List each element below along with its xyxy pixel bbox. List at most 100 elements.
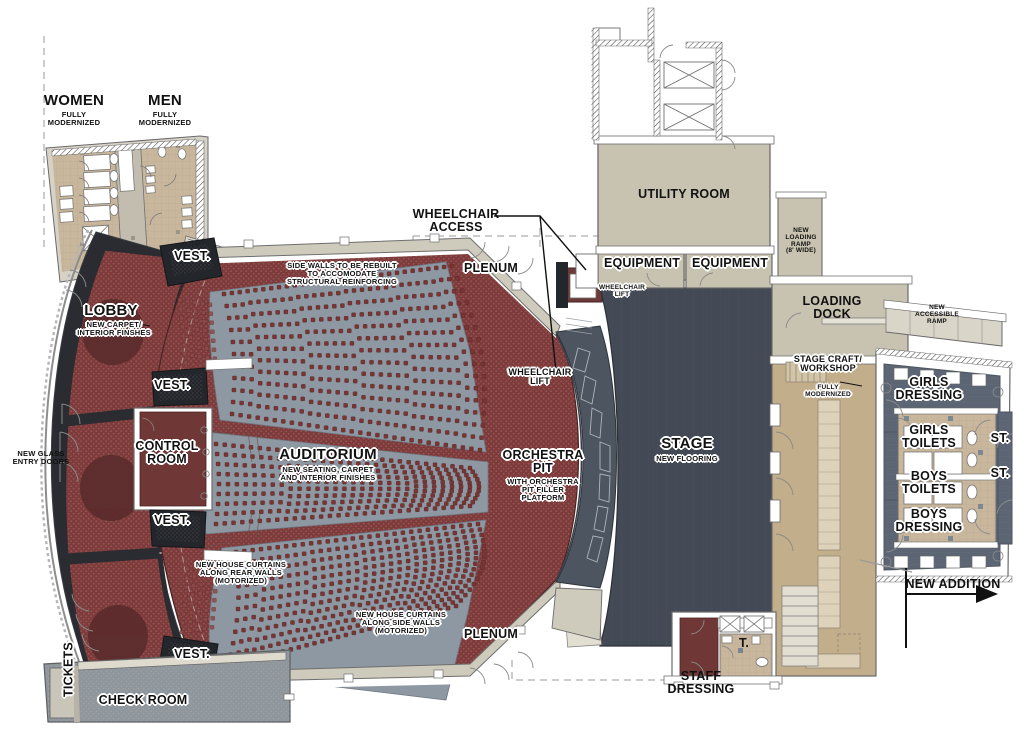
auditorium-seat — [334, 353, 339, 358]
auditorium-seat — [420, 318, 425, 323]
auditorium-seat — [392, 531, 397, 536]
auditorium-seat — [482, 398, 487, 404]
auditorium-seat — [303, 457, 308, 462]
auditorium-seat — [207, 563, 213, 568]
auditorium-seat — [318, 365, 323, 370]
auditorium-seat — [359, 492, 364, 498]
auditorium-seat — [359, 312, 364, 317]
auditorium-seat — [384, 532, 389, 537]
auditorium-seat — [199, 573, 204, 578]
auditorium-seat — [450, 600, 455, 605]
auditorium-seat — [201, 319, 207, 324]
auditorium-seat — [291, 395, 297, 401]
auditorium-seat — [303, 627, 308, 633]
auditorium-seat — [437, 416, 443, 422]
auditorium-seat — [359, 348, 364, 353]
auditorium-seat — [350, 493, 355, 498]
auditorium-seat — [280, 334, 286, 339]
auditorium-seat — [395, 475, 400, 480]
auditorium-seat — [436, 292, 441, 297]
auditorium-seat — [243, 482, 249, 487]
auditorium-seat — [292, 543, 297, 548]
auditorium-seat — [294, 456, 299, 462]
auditorium-seat — [331, 466, 336, 471]
auditorium-seat — [353, 511, 359, 517]
auditorium-seat — [379, 604, 384, 610]
auditorium-seat — [404, 544, 409, 549]
auditorium-seat — [316, 608, 322, 614]
auditorium-seat — [305, 493, 311, 499]
auditorium-seat — [383, 434, 389, 439]
auditorium-seat — [367, 311, 373, 317]
auditorium-seat — [216, 491, 221, 497]
auditorium-seat — [296, 294, 301, 300]
auditorium-seat — [473, 561, 478, 566]
auditorium-seat — [470, 434, 476, 439]
auditorium-seat — [286, 322, 292, 327]
auditorium-seat — [201, 310, 206, 315]
auditorium-seat — [272, 334, 277, 339]
auditorium-seat — [435, 593, 441, 598]
auditorium-seat — [451, 579, 456, 584]
auditorium-seat — [436, 576, 442, 581]
auditorium-seat — [302, 599, 308, 604]
auditorium-seat — [480, 361, 485, 367]
auditorium-seat — [346, 562, 351, 567]
auditorium-seat — [439, 587, 444, 592]
auditorium-seat — [445, 575, 450, 580]
auditorium-seat — [213, 441, 219, 447]
auditorium-seat — [281, 419, 286, 424]
auditorium-seat — [186, 317, 192, 322]
auditorium-seat — [414, 614, 419, 619]
auditorium-seat — [259, 509, 264, 514]
auditorium-seat — [411, 354, 416, 360]
auditorium-seat — [190, 353, 195, 358]
auditorium-seat — [234, 561, 240, 566]
auditorium-seat — [371, 556, 376, 561]
auditorium-seat — [243, 472, 248, 478]
auditorium-seat — [196, 345, 202, 350]
auditorium-seat — [394, 538, 399, 543]
auditorium-seat — [306, 619, 311, 624]
auditorium-seat — [387, 480, 392, 486]
auditorium-seat — [415, 460, 420, 466]
new-glass-entry-doors — [59, 269, 100, 652]
auditorium-seat — [430, 403, 435, 409]
auditorium-seat — [400, 503, 405, 508]
auditorium-seat — [317, 400, 322, 405]
auditorium-seat — [467, 480, 472, 486]
auditorium-seat — [375, 612, 380, 617]
auditorium-seat — [211, 338, 216, 343]
auditorium-seat — [385, 590, 390, 595]
auditorium-seat — [374, 599, 379, 604]
auditorium-seat — [261, 577, 266, 582]
auditorium-seat — [430, 391, 435, 396]
auditorium-seat — [207, 302, 213, 307]
auditorium-seat — [384, 498, 390, 503]
auditorium-seat — [335, 377, 341, 383]
auditorium-seat — [190, 592, 195, 597]
auditorium-seat — [279, 473, 284, 479]
auditorium-seat — [232, 453, 237, 458]
auditorium-seat — [296, 645, 301, 650]
auditorium-seat — [230, 399, 236, 405]
auditorium-seat — [349, 429, 354, 434]
auditorium-seat — [259, 311, 264, 316]
auditorium-seat — [473, 550, 479, 555]
auditorium-seat — [230, 339, 236, 345]
auditorium-seat — [422, 567, 428, 572]
auditorium-seat — [394, 410, 400, 415]
auditorium-seat — [464, 409, 469, 414]
auditorium-seat — [347, 625, 352, 630]
auditorium-seat — [432, 330, 437, 335]
auditorium-seat — [310, 601, 315, 607]
auditorium-seat — [379, 617, 384, 622]
auditorium-seat — [457, 492, 462, 498]
auditorium-seat — [311, 458, 317, 463]
auditorium-seat — [481, 411, 486, 416]
auditorium-seat — [363, 580, 368, 585]
auditorium-seat — [437, 355, 442, 360]
auditorium-seat — [467, 587, 472, 592]
auditorium-seat — [187, 326, 193, 331]
auditorium-seat — [329, 564, 334, 569]
